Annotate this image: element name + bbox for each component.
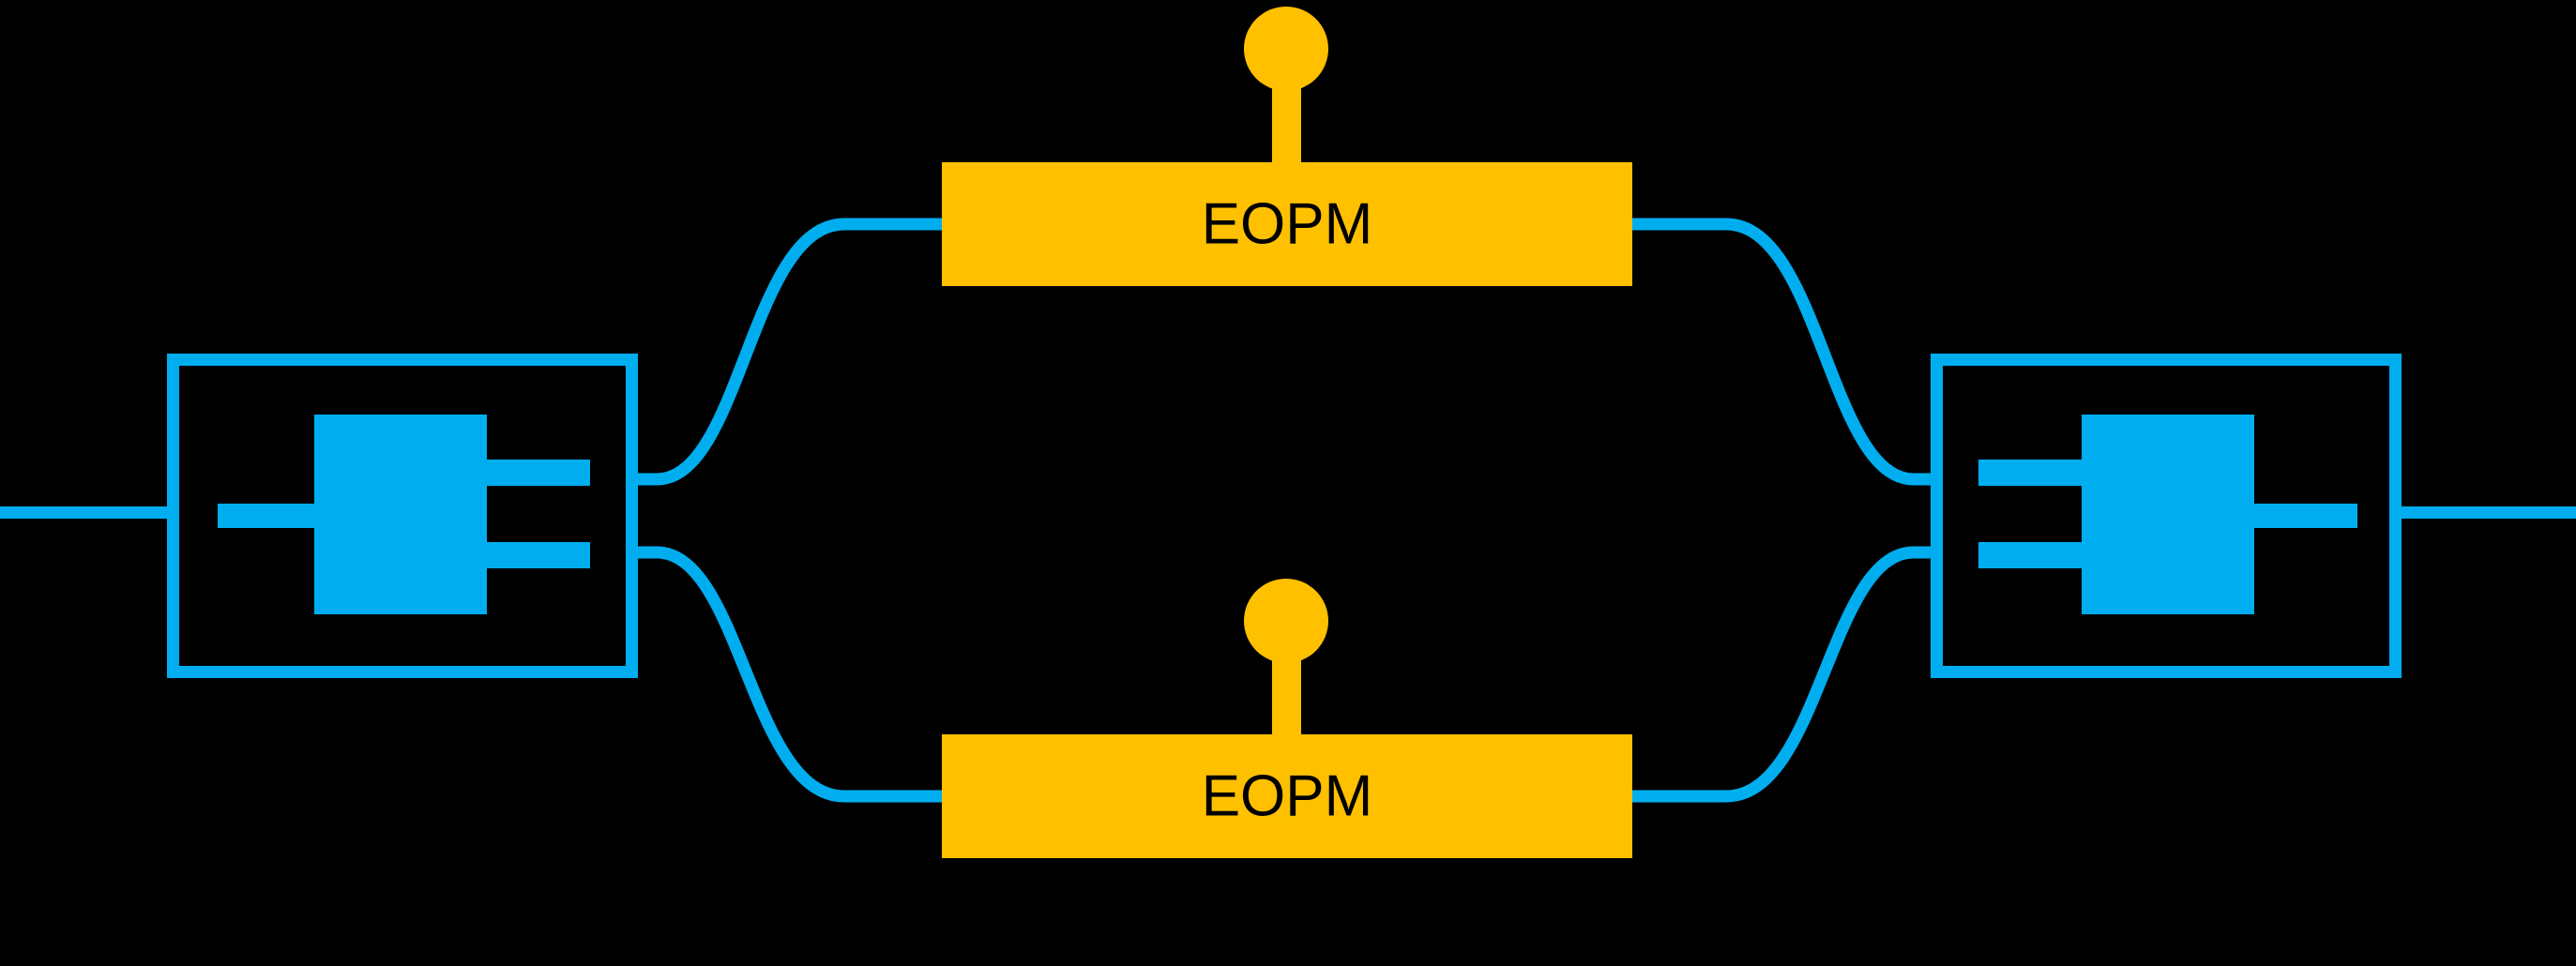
output-coupler-right-stub [2254, 504, 2357, 528]
input-waveguide-line [0, 506, 171, 519]
waveguide-right-upper-sbend [1632, 218, 1939, 486]
input-coupler-body [314, 415, 487, 614]
input-coupler-left-stub [218, 504, 321, 528]
eopm-upper-electrode-pad[interactable] [1244, 7, 1328, 91]
waveguide-right-lower-sbend [1632, 546, 1939, 803]
output-waveguide-line [2396, 506, 2576, 519]
eopm-lower-body[interactable] [942, 734, 1632, 858]
eopm-lower-label: EOPM [1202, 763, 1373, 828]
output-coupler-box[interactable] [1931, 354, 2402, 678]
eopm-upper-body[interactable] [942, 162, 1632, 286]
input-coupler-lower-output-stub [487, 542, 590, 568]
eopm-upper-label: EOPM [1202, 191, 1373, 256]
waveguide-left-lower-sbend [631, 546, 942, 803]
eopm-lower-electrode-pad[interactable] [1244, 579, 1328, 663]
waveguide-left-upper-sbend [631, 218, 942, 486]
output-coupler-upper-input-stub [1978, 460, 2082, 486]
output-coupler-body [2082, 415, 2254, 614]
output-coupler-lower-input-stub [1978, 542, 2082, 568]
input-coupler-upper-output-stub [487, 460, 590, 486]
input-coupler-box[interactable] [167, 354, 638, 678]
